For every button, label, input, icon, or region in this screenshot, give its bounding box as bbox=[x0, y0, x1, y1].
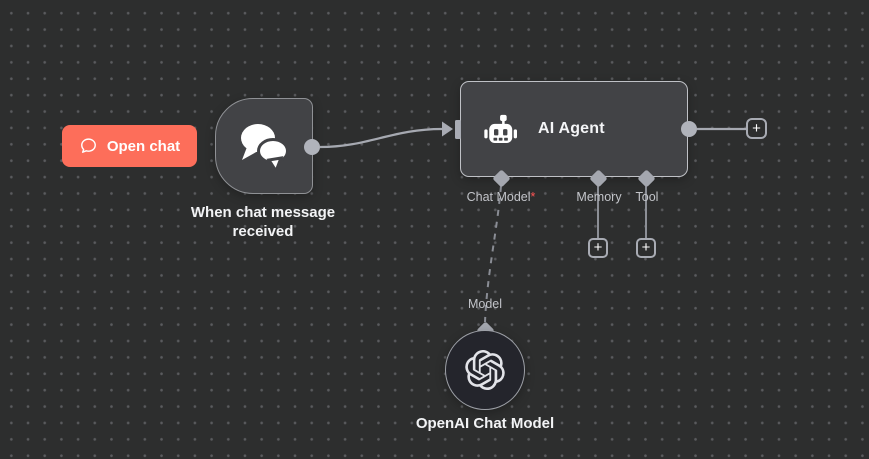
agent-output-add-node-button[interactable]: + bbox=[746, 118, 767, 139]
plus-icon: + bbox=[641, 239, 651, 256]
openai-node-label[interactable]: OpenAI Chat Model bbox=[415, 415, 555, 432]
node-when-chat-message-received[interactable] bbox=[215, 98, 313, 194]
plus-icon: + bbox=[752, 119, 761, 137]
connection-trigger-to-agent[interactable] bbox=[319, 127, 443, 149]
trigger-node-label[interactable]: When chat message received bbox=[190, 204, 336, 240]
agent-node-title: AI Agent bbox=[538, 120, 605, 137]
chat-bubble-outline-icon bbox=[80, 137, 96, 153]
agent-output-handle[interactable] bbox=[681, 121, 697, 137]
port-label-chat-model: Chat Model* bbox=[466, 190, 536, 204]
openai-icon bbox=[465, 350, 505, 390]
port-label-model: Model bbox=[467, 297, 503, 311]
node-openai-chat-model[interactable] bbox=[445, 330, 525, 410]
memory-add-node-button[interactable]: + bbox=[588, 238, 608, 258]
agent-input-arrow-icon bbox=[442, 121, 453, 137]
agent-input-handle[interactable] bbox=[455, 120, 461, 139]
trigger-output-handle[interactable] bbox=[304, 139, 320, 155]
node-ai-agent[interactable]: AI Agent bbox=[460, 81, 688, 177]
required-asterisk: * bbox=[530, 190, 536, 204]
open-chat-button[interactable]: Open chat bbox=[62, 125, 197, 167]
port-label-tool: Tool bbox=[635, 190, 659, 204]
port-label-memory: Memory bbox=[576, 190, 622, 204]
tool-add-node-button[interactable]: + bbox=[636, 238, 656, 258]
robot-icon bbox=[484, 114, 517, 143]
chat-bubbles-icon bbox=[241, 124, 289, 172]
plus-icon: + bbox=[593, 239, 603, 256]
open-chat-label: Open chat bbox=[106, 137, 181, 155]
connection-chatmodel-to-openai[interactable] bbox=[484, 185, 502, 323]
